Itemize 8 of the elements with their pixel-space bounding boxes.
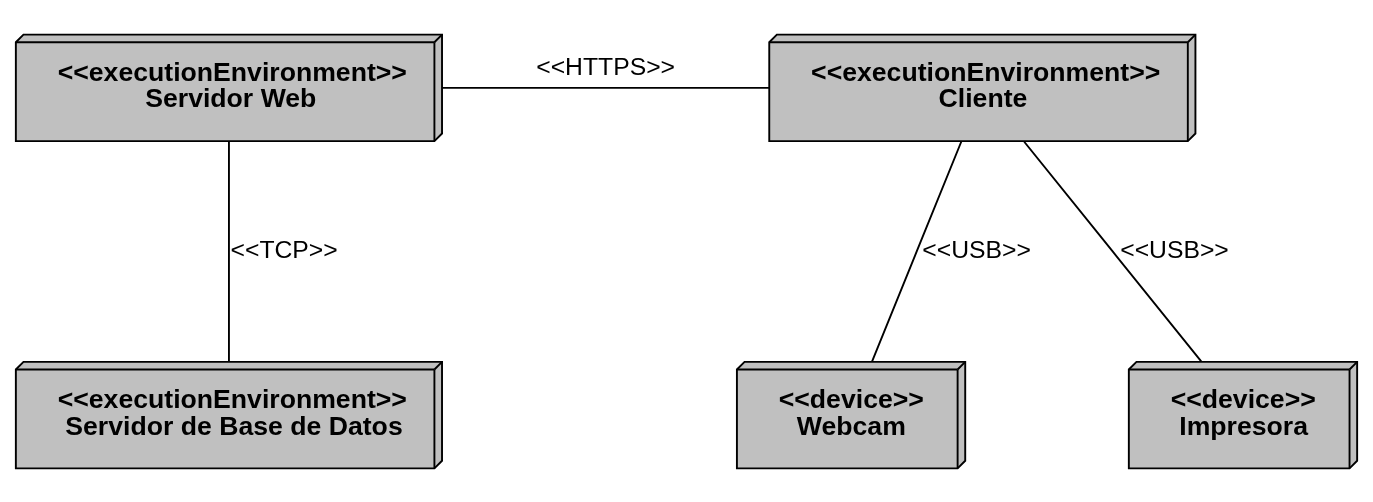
connector xyxy=(1023,140,1203,362)
edge-label: <<TCP>> xyxy=(230,235,338,263)
edge-label: <<USB>> xyxy=(1120,235,1229,263)
connector xyxy=(871,140,963,362)
edge-label: <<HTTPS>> xyxy=(536,52,676,80)
edge-label: <<USB>> xyxy=(922,235,1031,263)
connector xyxy=(228,140,230,362)
connector xyxy=(441,86,770,89)
